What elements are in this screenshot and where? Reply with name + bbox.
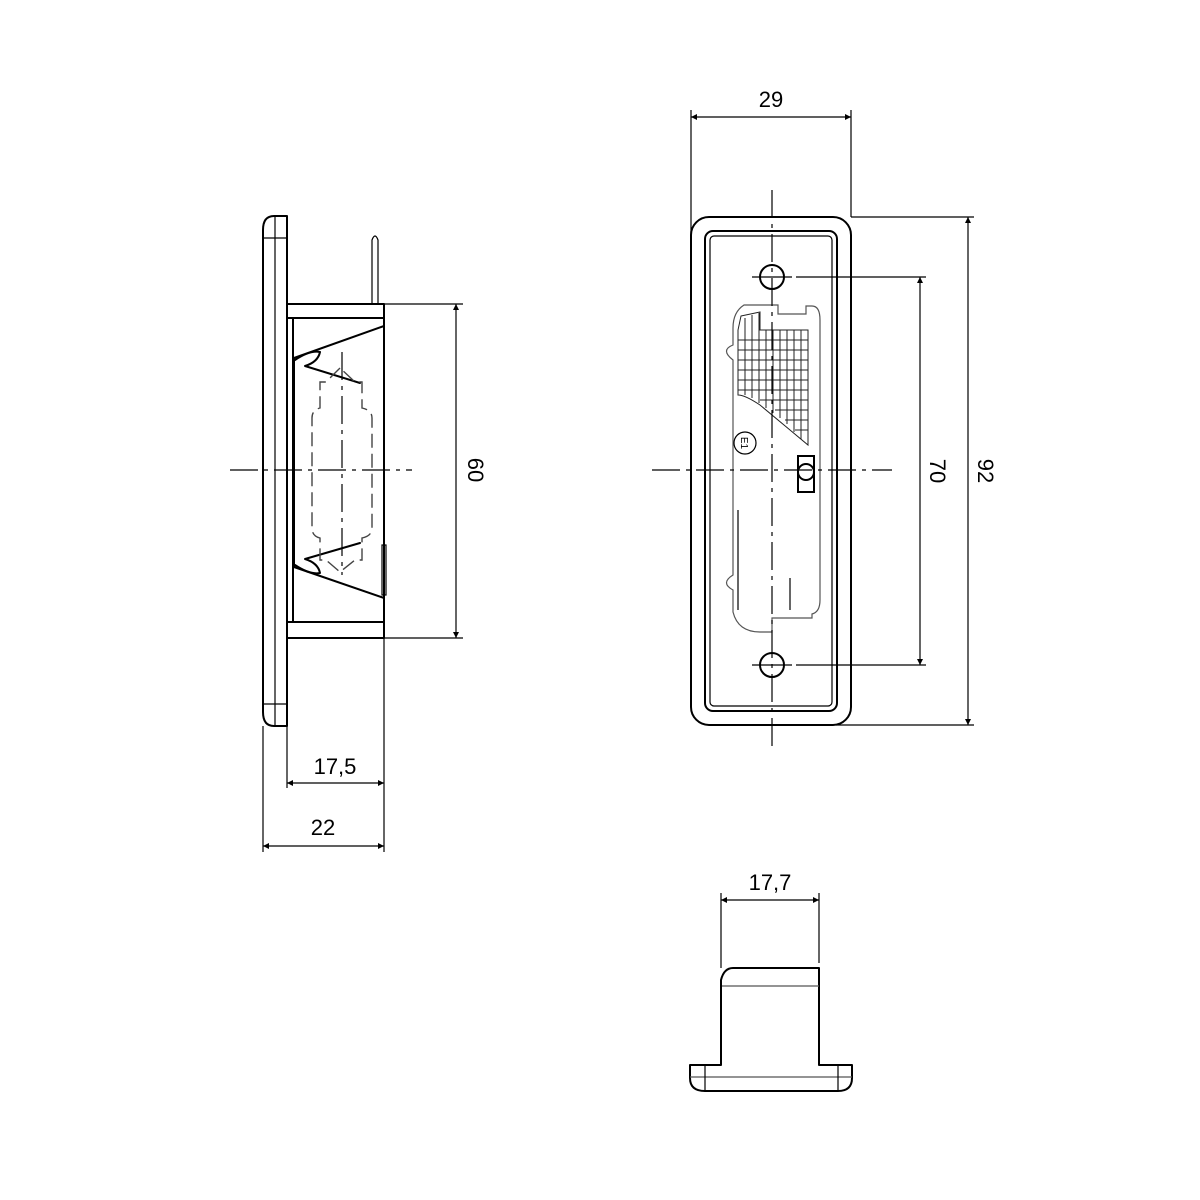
- approval-mark-circle: [733, 431, 757, 455]
- dim-total-depth-22: 22: [311, 815, 335, 840]
- front-view: E1 29 70 92: [652, 87, 998, 752]
- reflector-grid: [737, 311, 809, 447]
- flange-plate: [262, 215, 288, 727]
- manufacturer-logo: [797, 455, 815, 493]
- dim-hole-spacing-70: 70: [925, 459, 950, 483]
- lens-frame: [704, 230, 838, 712]
- dim-height-60: 60: [463, 458, 488, 482]
- dim-width-29: 29: [759, 87, 783, 112]
- bulb-outline: [311, 367, 373, 573]
- spring-bottom: [294, 542, 361, 575]
- housing-body: [286, 303, 385, 639]
- outer-frame: [690, 216, 852, 726]
- contact-tab: [371, 235, 379, 304]
- lens-insert: [725, 304, 821, 633]
- bottom-body: [689, 967, 853, 1092]
- dim-bottom-width-17-7: 17,7: [749, 870, 792, 895]
- spring-top: [294, 350, 361, 384]
- dim-total-height-92: 92: [973, 459, 998, 483]
- dim-body-depth-17-5: 17,5: [314, 754, 357, 779]
- side-view: 60 17,5 22: [230, 215, 488, 852]
- bottom-view: 17,7: [689, 870, 853, 1092]
- approval-mark-e1: E1: [738, 437, 749, 450]
